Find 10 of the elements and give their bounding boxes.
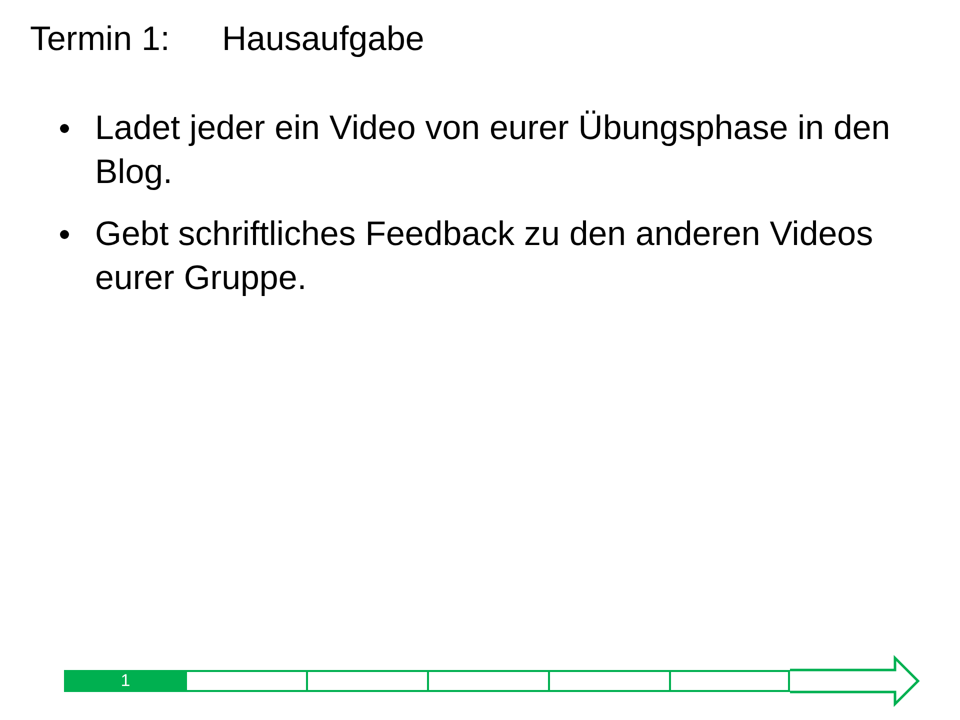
progress-segment — [669, 670, 790, 692]
bullet-text: Ladet jeder ein Video von eurer Übungsphase in den Blog. — [95, 109, 890, 191]
progress-segment — [185, 670, 308, 692]
progress-segment — [548, 670, 671, 692]
progress-segment — [427, 670, 550, 692]
bullet-text: Gebt schriftliches Feedback zu den anderen Videos eurer Gruppe. — [95, 215, 874, 297]
session-label: Termin 1: — [30, 20, 170, 59]
progress-segment — [306, 670, 429, 692]
slide-title: Hausaufgabe — [222, 20, 424, 59]
progress-segment-current: 1 — [64, 670, 187, 692]
